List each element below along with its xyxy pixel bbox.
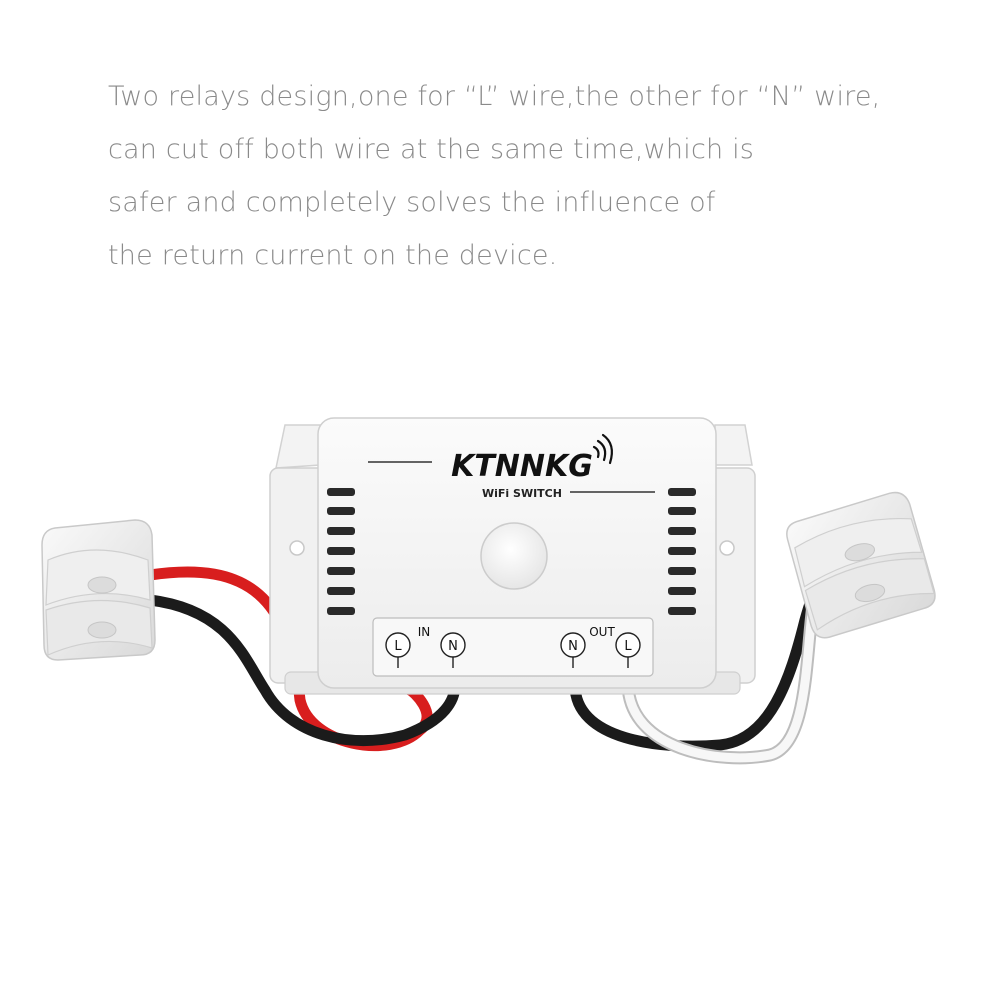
switch-housing: KTNNKG WiFi SWITCH IN L N OUT N xyxy=(269,417,756,695)
red-live-wire-in xyxy=(144,566,433,752)
input-group-label: IN xyxy=(418,625,431,639)
terminal-out-n-label: N xyxy=(568,639,578,654)
terminal-panel xyxy=(372,617,654,677)
caption-line-2: can cut off both wire at the same time,w… xyxy=(108,134,755,165)
product-illustration: KTNNKG WiFi SWITCH IN L N OUT N xyxy=(41,417,936,765)
output-group-label: OUT xyxy=(589,625,615,639)
left-lever-connector xyxy=(41,519,156,661)
left-vents xyxy=(327,488,355,615)
right-vents xyxy=(668,488,696,615)
brand-logo: KTNNKG xyxy=(451,449,593,484)
caption-line-3: safer and completely solves the influenc… xyxy=(108,187,716,218)
pairing-button xyxy=(480,522,548,590)
description-caption: Two relays design,one for “L” wire,the o… xyxy=(108,70,968,282)
mount-hole-right xyxy=(719,540,735,556)
right-lever-connector xyxy=(786,491,936,639)
caption-line-1: Two relays design,one for “L” wire,the o… xyxy=(108,81,881,112)
device-subtitle: WiFi SWITCH xyxy=(482,487,562,500)
terminal-in-l-label: L xyxy=(394,639,402,654)
input-wires xyxy=(144,566,461,752)
wifi-switch-product-photo: KTNNKG WiFi SWITCH IN L N OUT N xyxy=(0,400,1000,800)
wifi-signal-icon xyxy=(592,433,613,465)
terminal-in-n-label: N xyxy=(448,639,458,654)
caption-line-4: the return current on the device. xyxy=(108,240,558,271)
mount-hole-left xyxy=(289,540,305,556)
black-neutral-wire-in xyxy=(144,594,461,747)
terminal-out-l-label: L xyxy=(624,639,632,654)
